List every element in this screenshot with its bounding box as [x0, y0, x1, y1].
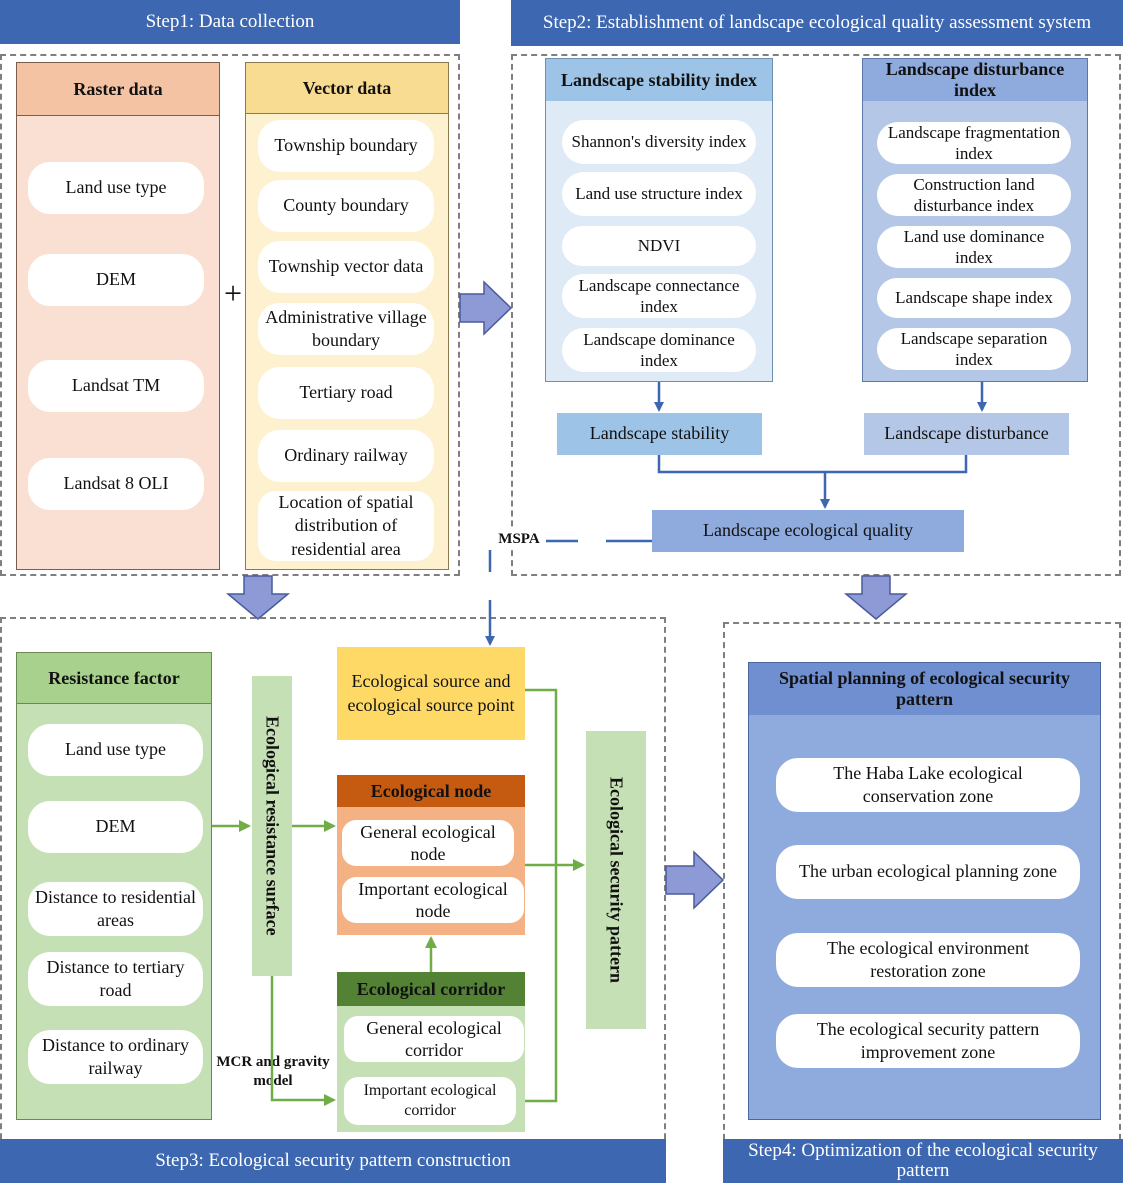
- corridor-item-general: General ecological corridor: [344, 1016, 524, 1062]
- vector-item-county-boundary: County boundary: [258, 180, 434, 232]
- vector-item-township-vector: Township vector data: [258, 241, 434, 293]
- resistance-item-railway: Distance to ordinary railway: [28, 1030, 203, 1084]
- ecological-node-title: Ecological node: [337, 775, 525, 807]
- node-item-general: General ecological node: [342, 820, 514, 866]
- vector-item-ordinary-railway: Ordinary railway: [258, 430, 434, 482]
- security-pattern-box: Ecological security pattern: [586, 731, 646, 1029]
- resistance-item-residential: Distance to residential areas: [28, 882, 203, 936]
- raster-item-landsat-8: Landsat 8 OLI: [28, 458, 204, 510]
- step4-banner: Step4: Optimization of the ecological se…: [723, 1139, 1123, 1183]
- planning-title: Spatial planning of ecological security …: [749, 663, 1100, 715]
- vector-item-tertiary-road: Tertiary road: [258, 367, 434, 419]
- step3-banner: Step3: Ecological security pattern const…: [0, 1139, 666, 1183]
- stability-item-shannon: Shannon's diversity index: [562, 120, 756, 164]
- resistance-surface-box: Ecological resistance surface: [252, 676, 292, 976]
- plus-sign: +: [223, 275, 243, 312]
- ecological-corridor-title: Ecological corridor: [337, 972, 525, 1006]
- node-item-important: Important ecological node: [342, 877, 524, 923]
- disturbance-item-construction: Construction land disturbance index: [877, 174, 1071, 216]
- planning-item-restoration: The ecological environment restoration z…: [776, 933, 1080, 987]
- disturbance-item-separation: Landscape separation index: [877, 328, 1071, 370]
- planning-item-improvement: The ecological security pattern improvem…: [776, 1014, 1080, 1068]
- raster-item-landsat-tm: Landsat TM: [28, 360, 204, 412]
- mspa-label: MSPA: [492, 530, 546, 550]
- block-arrow-step3-to-step4: [665, 850, 725, 910]
- block-arrow-step1-to-step2: [459, 280, 513, 336]
- stability-item-ndvi: NDVI: [562, 226, 756, 266]
- step1-banner: Step1: Data collection: [0, 0, 460, 44]
- landscape-ecological-quality-box: Landscape ecological quality: [652, 510, 964, 552]
- vector-title: Vector data: [246, 63, 448, 114]
- vector-item-residential-location: Location of spatial distribution of resi…: [258, 491, 434, 561]
- stability-item-connectance: Landscape connectance index: [562, 274, 756, 318]
- planning-item-urban: The urban ecological planning zone: [776, 845, 1080, 899]
- stability-item-structure: Land use structure index: [562, 172, 756, 216]
- stability-item-dominance: Landscape dominance index: [562, 328, 756, 372]
- vector-item-village-boundary: Administrative village boundary: [258, 303, 434, 355]
- block-arrow-step2-to-step4: [843, 575, 909, 620]
- step1-frame: [0, 54, 460, 576]
- planning-item-haba-lake: The Haba Lake ecological conservation zo…: [776, 758, 1080, 812]
- landscape-disturbance-box: Landscape disturbance: [864, 413, 1069, 455]
- disturbance-title: Landscape disturbance index: [863, 59, 1087, 101]
- resistance-title: Resistance factor: [17, 653, 211, 704]
- landscape-stability-box: Landscape stability: [557, 413, 762, 455]
- block-arrow-step1-to-step3: [225, 575, 291, 620]
- step2-banner: Step2: Establishment of landscape ecolog…: [511, 0, 1123, 46]
- disturbance-item-fragmentation: Landscape fragmentation index: [877, 122, 1071, 164]
- resistance-item-land-use: Land use type: [28, 724, 203, 776]
- raster-item-dem: DEM: [28, 254, 204, 306]
- stability-title: Landscape stability index: [546, 59, 772, 101]
- step2-frame: [511, 54, 1121, 576]
- ecological-source-box: Ecological source and ecological source …: [337, 647, 525, 740]
- corridor-item-important: Important ecological corridor: [344, 1077, 516, 1125]
- raster-title: Raster data: [17, 63, 219, 116]
- disturbance-item-shape: Landscape shape index: [877, 278, 1071, 318]
- raster-item-land-use: Land use type: [28, 162, 204, 214]
- resistance-item-dem: DEM: [28, 801, 203, 853]
- disturbance-item-dominance: Land use dominance index: [877, 226, 1071, 268]
- resistance-item-tertiary-road: Distance to tertiary road: [28, 952, 203, 1006]
- vector-item-township-boundary: Township boundary: [258, 120, 434, 172]
